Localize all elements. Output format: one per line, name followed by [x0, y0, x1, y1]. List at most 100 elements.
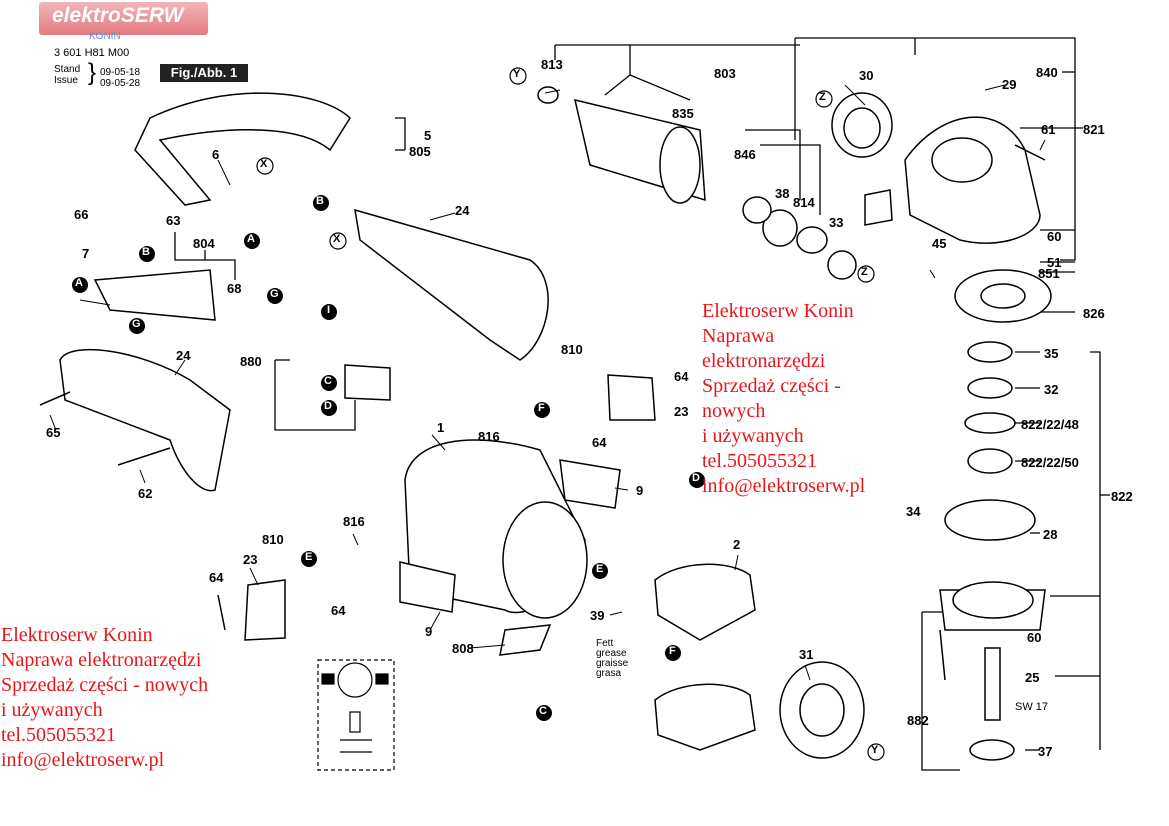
- part-label: 6: [212, 147, 220, 162]
- ad-right-line: Elektroserw Konin: [702, 300, 854, 322]
- stand-date: 09-05-18: [100, 67, 141, 78]
- grease-note-1: Fett: [596, 638, 614, 649]
- part-label: 2: [733, 537, 741, 552]
- part-label: 804: [193, 236, 215, 251]
- figure-label: Fig./Abb. 1: [160, 64, 248, 82]
- ad-left-line: tel.505055321: [1, 724, 116, 746]
- part-label: 835: [672, 106, 694, 121]
- marker-y-2: Y: [871, 744, 879, 756]
- part-label: 822: [1111, 489, 1133, 504]
- part-label: 826: [1083, 306, 1105, 321]
- part-label: 816: [478, 429, 500, 444]
- part-label: 808: [452, 641, 474, 656]
- issue-label: Issue: [54, 75, 78, 86]
- issue-date: 09-05-28: [100, 78, 141, 89]
- part-label: 33: [829, 215, 844, 230]
- marker-z-2: Z: [861, 266, 868, 278]
- drawing-code: 3 601 H81 M00: [54, 47, 130, 59]
- part-label: 821: [1083, 122, 1105, 137]
- ad-right-line: tel.505055321: [702, 450, 817, 472]
- ad-left-line: Sprzedaż części - nowych: [1, 674, 209, 696]
- part-label: 23: [243, 552, 258, 567]
- grease-note-4: grasa: [596, 668, 622, 679]
- ad-left-line: Elektroserw Konin: [1, 624, 153, 646]
- part-label: 24: [176, 348, 191, 363]
- part-label: 32: [1044, 382, 1059, 397]
- part-label: 31: [799, 647, 814, 662]
- part-label: 803: [714, 66, 736, 81]
- part-label: 64: [674, 369, 689, 384]
- part-label: 64: [592, 435, 607, 450]
- part-label: 62: [138, 486, 153, 501]
- marker-c-2: C: [539, 705, 547, 717]
- part-label: 38: [775, 186, 790, 201]
- marker-g-2: G: [270, 288, 279, 300]
- marker-c-1: C: [324, 375, 332, 387]
- part-label: 9: [636, 483, 644, 498]
- part-label: 60: [1047, 229, 1062, 244]
- part-label: 45: [932, 236, 947, 251]
- ad-right-line: elektronarzędzi: [702, 350, 826, 372]
- marker-z-1: Z: [819, 91, 826, 103]
- part-label: 1: [437, 420, 445, 435]
- marker-i: I: [327, 304, 331, 316]
- part-label: 805: [409, 144, 431, 159]
- brand-name: elektroSERW: [52, 4, 184, 27]
- brace: }: [88, 59, 97, 86]
- part-label: 23: [674, 404, 689, 419]
- part-label: 61: [1041, 122, 1056, 137]
- marker-x-2: X: [333, 233, 341, 245]
- part-label: 39: [590, 608, 605, 623]
- ad-right-line: info@elektroserw.pl: [702, 475, 866, 497]
- part-label: 35: [1044, 346, 1059, 361]
- part-label: 63: [166, 213, 181, 228]
- part-label: 822/22/48: [1021, 417, 1079, 432]
- brand-sub: KONIN: [89, 31, 121, 42]
- part-label: 7: [82, 246, 90, 261]
- marker-y-1: Y: [513, 68, 521, 80]
- part-label: 816: [343, 514, 365, 529]
- wrench-size: SW 17: [1015, 701, 1049, 713]
- part-label: 66: [74, 207, 89, 222]
- grease-note-3: graisse: [596, 658, 629, 669]
- part-label: 64: [331, 603, 346, 618]
- part-label: 840: [1036, 65, 1058, 80]
- part-label: 28: [1043, 527, 1058, 542]
- part-label: 846: [734, 147, 756, 162]
- part-label: 814: [793, 195, 815, 210]
- ad-left-line: i używanych: [1, 699, 103, 721]
- part-label: 880: [240, 354, 262, 369]
- part-label: 60: [1027, 630, 1042, 645]
- brand-logo: [39, 2, 208, 35]
- marker-e-1: E: [305, 551, 313, 563]
- part-label: 51: [1047, 255, 1062, 270]
- marker-d-1: D: [324, 400, 332, 412]
- marker-x-1: X: [260, 158, 268, 170]
- part-label: 882: [907, 713, 929, 728]
- marker-f-1: F: [538, 402, 545, 414]
- ad-right-line: i używanych: [702, 425, 804, 447]
- part-label: 34: [906, 504, 921, 519]
- marker-b-2: B: [142, 246, 150, 258]
- part-label: 25: [1025, 670, 1040, 685]
- marker-d-2: D: [692, 472, 700, 484]
- ad-right-line: Naprawa: [702, 325, 775, 347]
- marker-b-1: B: [316, 195, 324, 207]
- marker-g-1: G: [132, 318, 141, 330]
- stand-label: Stand: [54, 64, 81, 75]
- ad-right-line: nowych: [702, 400, 766, 422]
- part-label: 65: [46, 425, 61, 440]
- marker-a-1: A: [247, 233, 255, 245]
- part-label: 822/22/50: [1021, 455, 1079, 470]
- marker-f-2: F: [669, 645, 676, 657]
- part-label: 851: [1038, 266, 1060, 281]
- part-label: 813: [541, 57, 563, 72]
- part-label: 64: [209, 570, 224, 585]
- marker-e-2: E: [596, 563, 604, 575]
- part-label: 9: [425, 624, 433, 639]
- ad-left-line: Naprawa elektronarzędzi: [1, 649, 202, 671]
- part-label: 37: [1038, 744, 1053, 759]
- part-label: 810: [262, 532, 284, 547]
- part-label: 29: [1002, 77, 1017, 92]
